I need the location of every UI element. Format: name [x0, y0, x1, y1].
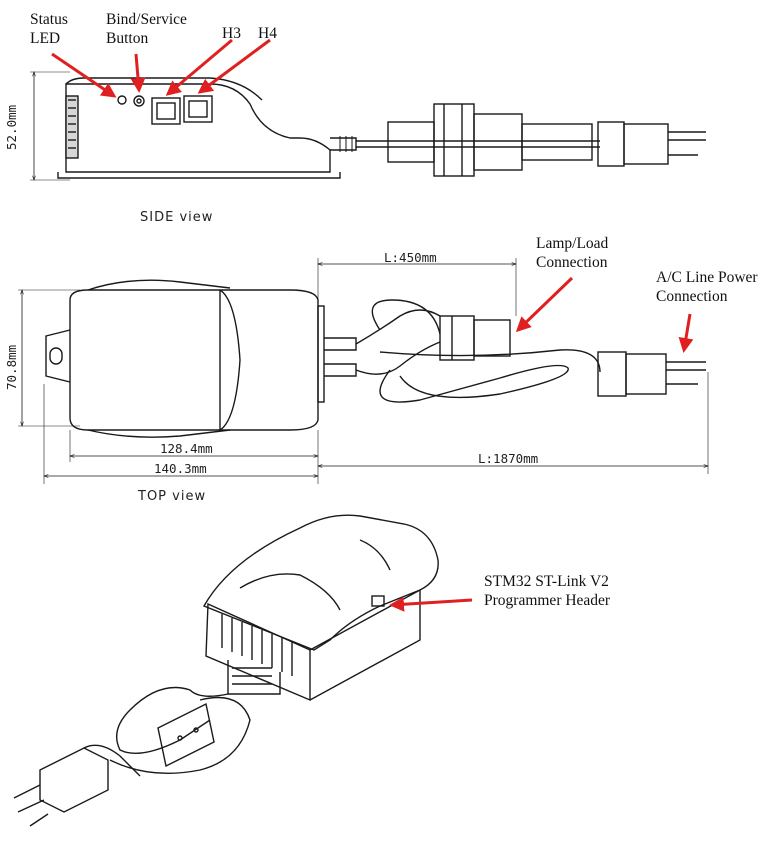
side-view-drawing: [30, 72, 706, 180]
width-dimension-label: 70.8mm: [4, 344, 19, 390]
perspective-drawing: [13, 514, 439, 827]
arrow-stm32: [389, 596, 473, 612]
arrow-bind-button: [130, 53, 146, 93]
short-cord-length-label: L:450mm: [384, 250, 437, 265]
body-length-label: 128.4mm: [160, 441, 213, 456]
callout-arrows: [51, 38, 694, 612]
height-dimension-label: 52.0mm: [4, 104, 19, 150]
h4-label: H4: [258, 25, 277, 42]
arrow-h4: [197, 38, 271, 94]
side-view-caption: SIDE view: [140, 210, 214, 225]
arrow-ac-line: [678, 313, 694, 353]
top-view-caption: TOP view: [138, 489, 207, 504]
arrow-lamp-load: [515, 276, 574, 333]
arrow-h3: [165, 38, 233, 96]
long-cord-length-label: L:1870mm: [478, 451, 539, 466]
total-length-label: 140.3mm: [154, 461, 207, 476]
arrow-status-led: [51, 52, 117, 98]
h3-label: H3: [222, 25, 241, 42]
top-view-drawing: [18, 258, 708, 484]
